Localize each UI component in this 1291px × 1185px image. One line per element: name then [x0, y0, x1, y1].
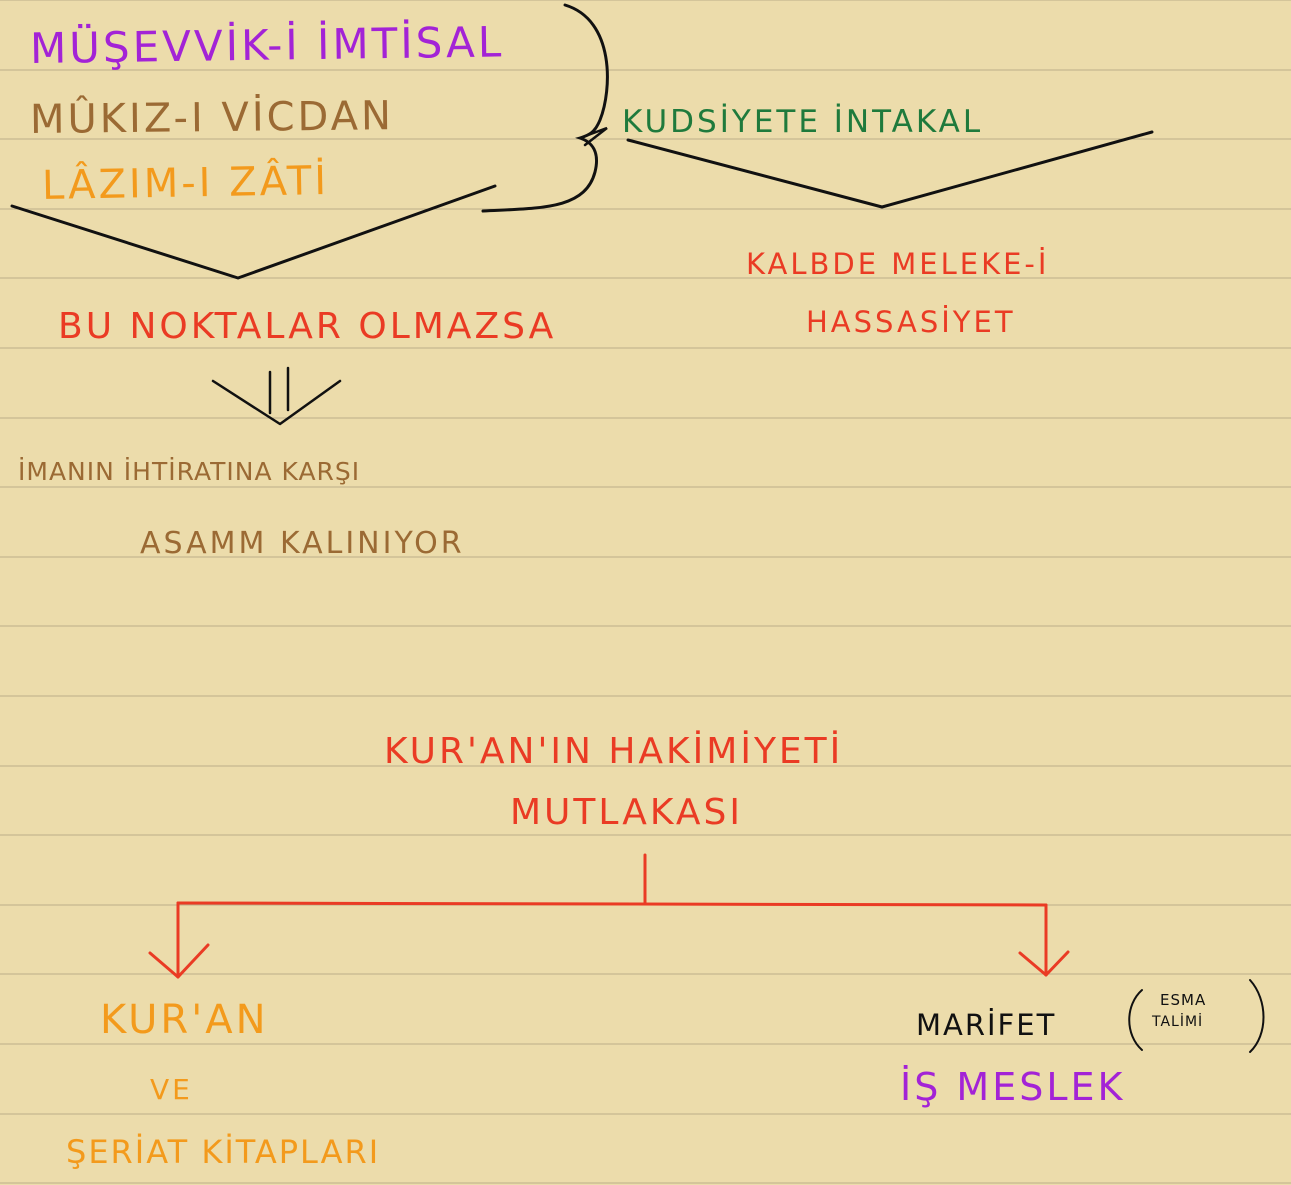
concept-lazim: LÂZIM-I ZÂTİ	[41, 157, 330, 209]
note-paren-right	[1249, 979, 1265, 1053]
note-paren-left	[1128, 989, 1143, 1051]
left-branch-line1: KUR'AN	[100, 997, 269, 1043]
tree-bar	[176, 901, 1048, 907]
label-condition: BU NOKTALAR OLMAZSA	[58, 306, 557, 347]
left-branch-line3: ŞERİAT KİTAPLARI	[66, 1133, 381, 1171]
left-branch-line2: VE	[150, 1073, 193, 1106]
implies-arrow	[211, 379, 342, 426]
concept-mukiz: MÛKIZ-I VİCDAN	[29, 93, 395, 143]
label-kudsiyete: KUDSİYETE İNTAKAL	[622, 104, 984, 140]
label-kalbde: KALBDE MELEKE-İ	[746, 247, 1050, 281]
label-consequence-2: ASAMM KALINIYOR	[140, 526, 465, 561]
label-consequence-1: İMANIN İHTİRATINA KARŞI	[18, 457, 361, 486]
brace-tick	[578, 126, 608, 147]
tree-left-arrowhead	[148, 943, 210, 979]
right-branch-note-2: TALİMİ	[1152, 1014, 1204, 1030]
label-hassasiyet: HASSASİYET	[806, 305, 1016, 339]
right-branch-line1: MARİFET	[916, 1008, 1057, 1042]
right-branch-note-1: ESMA	[1160, 991, 1207, 1009]
tree-root-line2: MUTLAKASI	[510, 792, 743, 833]
tree-root-line1: KUR'AN'IN HAKİMİYETİ	[384, 731, 844, 772]
merge-v-right	[626, 130, 1154, 209]
tree-right-arrowhead	[1018, 950, 1070, 977]
concept-museyvik: MÜŞEVVİK-İ İMTİSAL	[29, 17, 505, 73]
merge-v-left	[10, 184, 497, 280]
right-branch-line2: İŞ MESLEK	[900, 1065, 1126, 1109]
